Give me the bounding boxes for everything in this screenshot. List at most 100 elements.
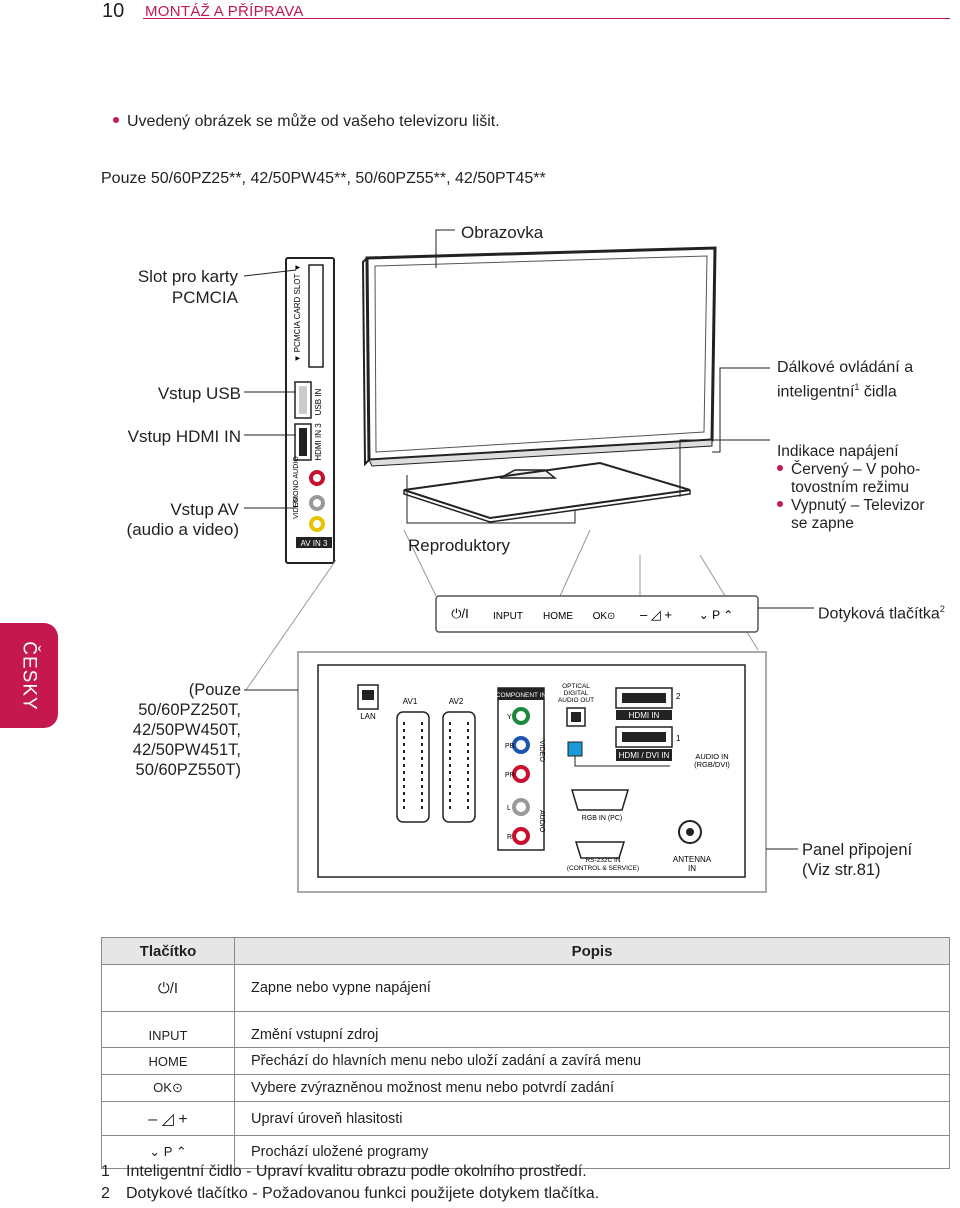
side-panel: ▼ PCMCIA CARD SLOT ▼ USB IN HDMI IN 3 VI…	[285, 257, 335, 564]
touch-power: ⏻/I	[451, 606, 469, 621]
power-title: Indikace napájení	[777, 443, 899, 460]
pcmcia-slot-label: ▼ PCMCIA CARD SLOT ▼	[293, 264, 302, 363]
antenna-label-1: ANTENNA	[673, 855, 712, 864]
av1-label: AV1	[403, 697, 418, 706]
row-button: ⏻/I	[101, 964, 235, 1012]
power-red-line: Červený – V poho-	[777, 461, 925, 479]
speakers-label: Reproduktory	[408, 536, 511, 555]
button-table: Tlačítko Popis ⏻/I Zapne nebo vypne napá…	[101, 937, 950, 1169]
panel-label-block: Panel připojení (Viz str.81)	[802, 840, 912, 880]
row-description: Vybere zvýrazněnou možnost menu nebo pot…	[234, 1074, 950, 1102]
hdmi-in3-label: HDMI IN 3	[314, 423, 323, 461]
av2-label: AV2	[449, 697, 464, 706]
antenna-label-2: IN	[688, 864, 696, 873]
tv-screen	[361, 246, 717, 523]
power-off-1: Vypnutý – Televizor	[791, 497, 925, 514]
row-button: – ◿ +	[101, 1101, 235, 1136]
power-off-line: Vypnutý – Televizor	[777, 497, 925, 515]
power-off-2: se zapne	[791, 515, 854, 532]
touch-button-bar: ⏻/I INPUT HOME OK⊙ – ◿ + ⌄ P ⌃	[435, 595, 759, 633]
footnote: 2 Dotykové tlačítko - Požadovanou funkci …	[101, 1185, 599, 1203]
note-text: Uvedený obrázek se může od vašeho televi…	[127, 113, 500, 130]
only-3: 42/50PW450T,	[132, 721, 241, 739]
component-in-label: COMPONENT IN	[496, 692, 547, 699]
touch-ok: OK⊙	[593, 611, 616, 622]
pcmcia-label-2: PCMCIA	[171, 288, 238, 307]
audio-in-label-2: (RGB/DVI)	[694, 760, 730, 769]
remote-sup: 1	[854, 382, 860, 392]
pcmcia-label-1: Slot pro karty	[137, 267, 238, 286]
power-red-1: Červený – V poho-	[791, 461, 921, 478]
bullet-dot	[777, 464, 783, 471]
panel-label-1: Panel připojení	[802, 841, 913, 859]
page-number: 10	[102, 0, 125, 22]
remote-label-word: inteligentní	[777, 383, 855, 401]
remote-label-1: Dálkové ovládání a	[777, 359, 914, 376]
row-button: OK⊙	[101, 1074, 235, 1102]
language-tab: ČESKY	[0, 623, 58, 728]
remote-label-2: inteligentní1 čidla	[777, 377, 897, 402]
touch-home: HOME	[543, 611, 573, 622]
tv-diagram: ▼ PCMCIA CARD SLOT ▼ USB IN HDMI IN 3 VI…	[243, 229, 814, 893]
table-row: – ◿ + Upraví úroveň hlasitosti	[101, 1101, 950, 1136]
hdmi-dvi-in-label: HDMI / DVI IN	[619, 751, 670, 760]
audio-in-label-1: AUDIO IN	[695, 752, 728, 761]
rs232-label-2: (CONTROL & SERVICE)	[567, 865, 639, 872]
side-audio-label: L/MONO AUDIO	[293, 456, 300, 508]
touch-volume: – ◿ +	[640, 607, 672, 622]
hdmi-label: Vstup HDMI IN	[127, 427, 241, 446]
panel-label-2: (Viz str.81)	[802, 861, 881, 879]
footnote-number: 1	[101, 1163, 110, 1180]
usb-label: Vstup USB	[157, 384, 241, 403]
bullet-dot	[113, 116, 119, 123]
usb-in-label: USB IN	[314, 388, 323, 415]
footnote-text: Dotykové tlačítko - Požadovanou funkci p…	[126, 1185, 600, 1202]
hdmi-num-1: 1	[676, 734, 681, 743]
y-label: Y	[507, 714, 512, 721]
models-line: Pouze 50/60PZ25**, 42/50PW45**, 50/60PZ5…	[101, 170, 546, 187]
row-description: Upraví úroveň hlasitosti	[234, 1101, 950, 1136]
optical-label-3: AUDIO OUT	[558, 697, 594, 704]
component-audio-label: AUDIO	[538, 810, 545, 833]
power-indicator-block: Indikace napájení Červený – V poho- tovo…	[777, 443, 925, 533]
row-description: Zapne nebo vypne napájení	[234, 964, 950, 1012]
av-label-2: (audio a video)	[126, 520, 239, 539]
header-rule	[143, 18, 950, 19]
av-in3-label: AV IN 3	[301, 539, 329, 548]
pr-label: PR	[505, 772, 515, 779]
footnote-number: 2	[101, 1185, 110, 1202]
component-video-label: VIDEO	[538, 740, 545, 762]
r-label: R	[507, 834, 512, 841]
connection-panel: LAN AV1 AV2 COMPONENT IN Y PB PR L R VID…	[297, 651, 767, 893]
only-5: 50/60PZ550T)	[135, 761, 241, 779]
remote-label-end: čidla	[859, 383, 897, 401]
note-bullet: Uvedený obrázek se může od vašeho televi…	[113, 113, 500, 131]
touch-program: ⌄ P ⌃	[699, 608, 734, 622]
optical-label-1: OPTICAL	[562, 683, 590, 690]
row-button: HOME	[101, 1047, 235, 1075]
table-row: ⏻/I Zapne nebo vypne napájení	[101, 964, 950, 1012]
touch-buttons-label: Dotyková tlačítka2	[818, 599, 945, 624]
pb-label: PB	[505, 743, 515, 750]
av-label-1: Vstup AV	[170, 500, 239, 519]
only-1: (Pouze	[188, 681, 241, 699]
hdmi-in-label: HDMI IN	[629, 711, 660, 720]
bullet-dot	[777, 500, 783, 507]
optical-label-2: DIGITAL	[564, 690, 589, 697]
screen-label: Obrazovka	[461, 223, 544, 242]
lan-label: LAN	[360, 712, 376, 721]
header-description: Popis	[234, 937, 950, 965]
table-row: HOME Přechází do hlavních menu nebo ulož…	[101, 1047, 950, 1075]
rgb-in-label: RGB IN (PC)	[582, 815, 622, 822]
only-4: 42/50PW451T,	[132, 741, 241, 759]
table-row: OK⊙ Vybere zvýrazněnou možnost menu nebo…	[101, 1074, 950, 1102]
table-header-row: Tlačítko Popis	[101, 937, 950, 965]
rs232-label-1: RS-232C IN	[585, 857, 620, 864]
table-row: INPUT Změní vstupní zdroj	[101, 1011, 950, 1048]
touch-sup: 2	[939, 604, 945, 614]
row-description: Prochází uložené programy	[234, 1135, 950, 1169]
row-button: ⌄ P ⌃	[101, 1135, 235, 1169]
hdmi-num-2: 2	[676, 692, 681, 701]
touch-label-text: Dotyková tlačítka	[818, 605, 940, 623]
